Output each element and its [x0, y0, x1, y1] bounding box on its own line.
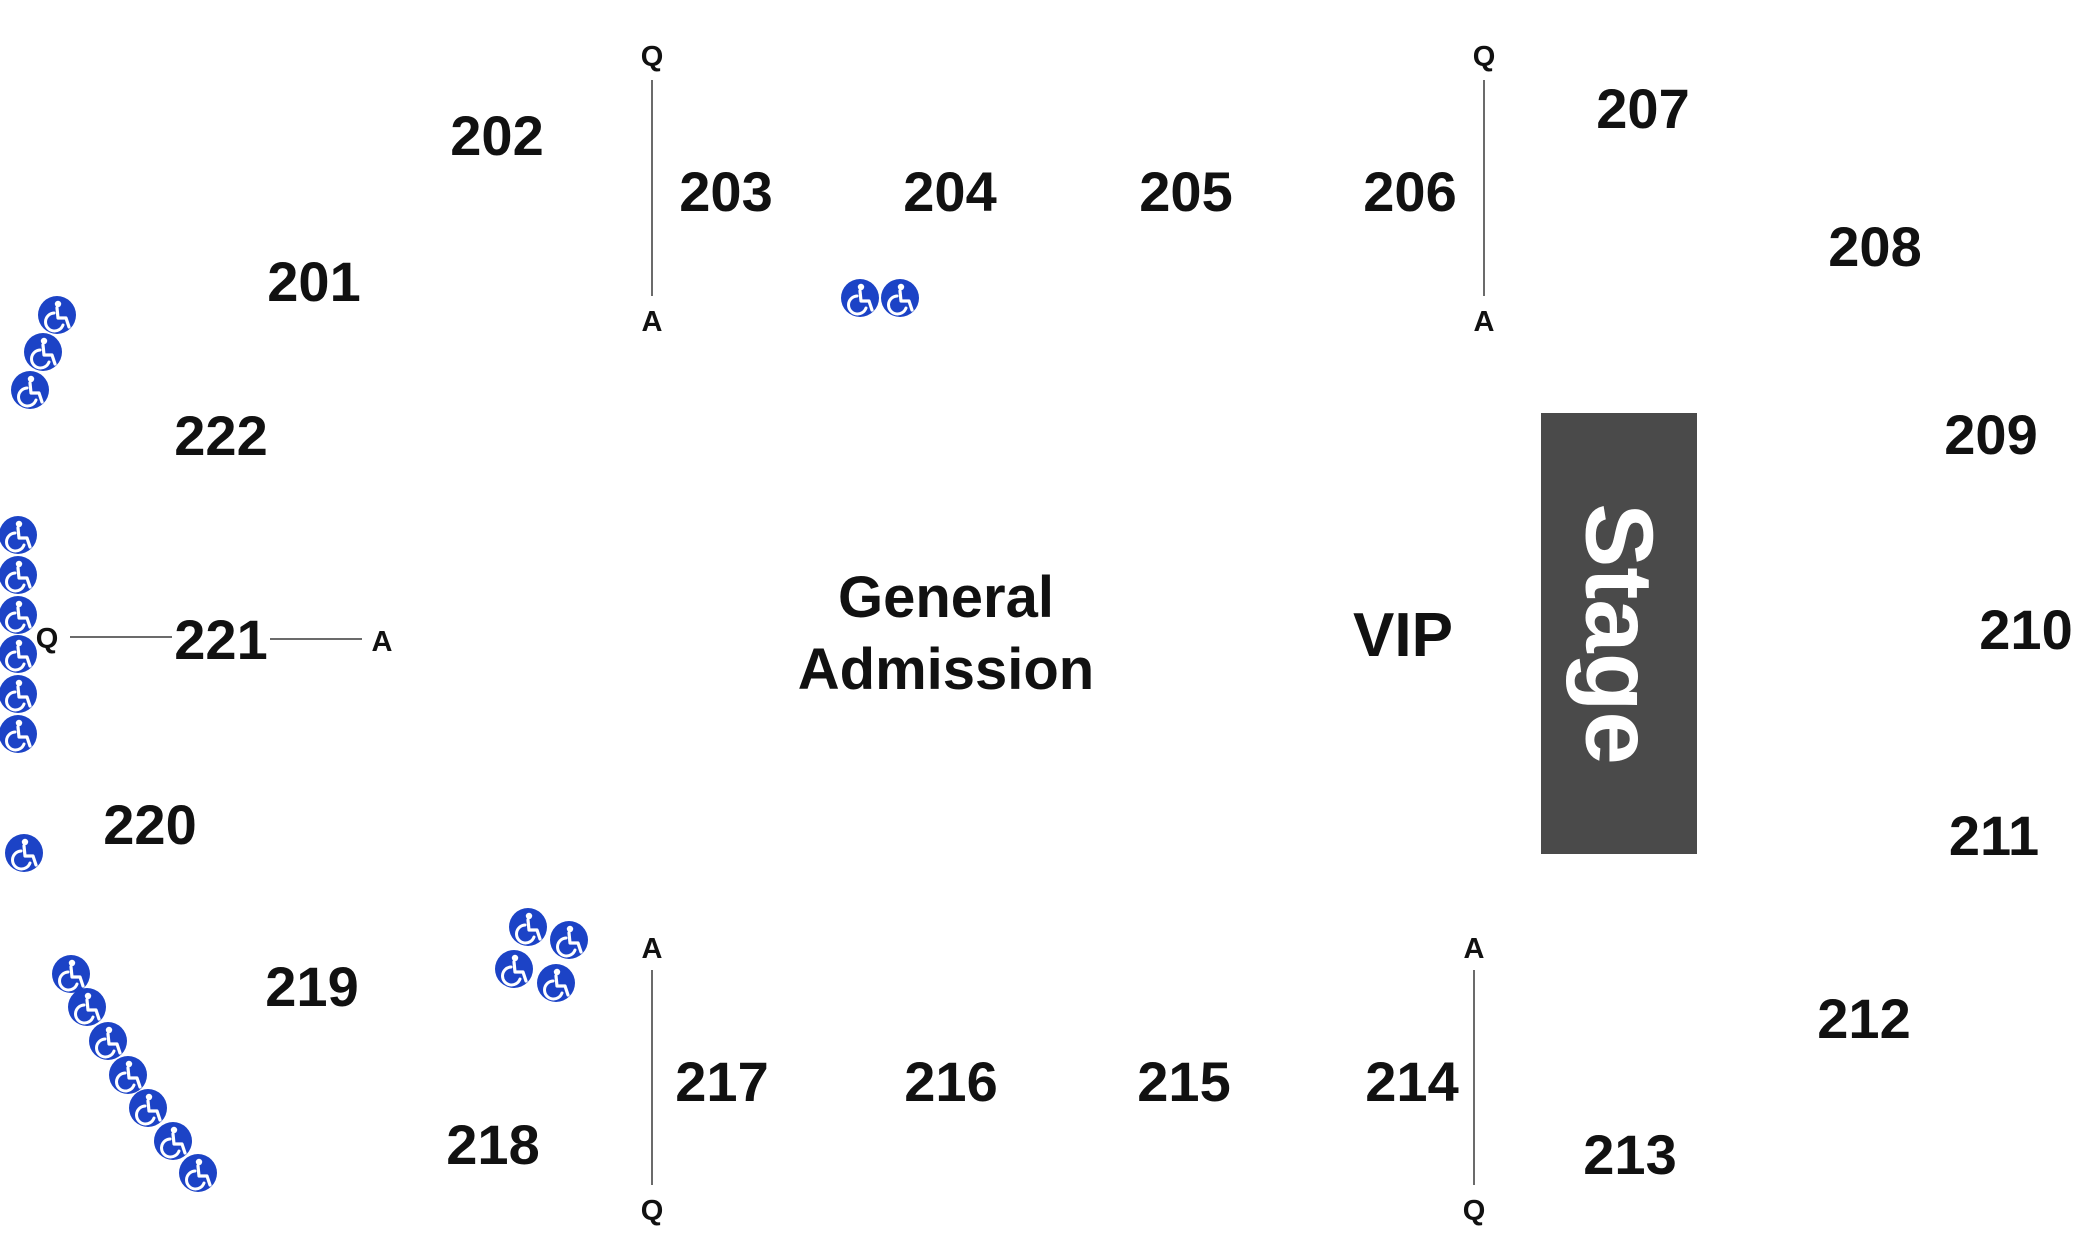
- wheelchair-accessible-icon[interactable]: [549, 920, 589, 960]
- section-219[interactable]: 219: [265, 955, 358, 1018]
- section-203[interactable]: 203: [679, 160, 772, 223]
- row-marker-a: A: [1464, 933, 1485, 965]
- wheelchair-accessible-icon[interactable]: [67, 987, 107, 1027]
- row-marker-q: Q: [641, 41, 664, 73]
- section-211[interactable]: 211: [1949, 804, 2039, 867]
- accessible-seating: [0, 278, 920, 1193]
- vip-label: VIP: [1353, 601, 1453, 670]
- wheelchair-accessible-icon[interactable]: [0, 634, 38, 674]
- section-222[interactable]: 222: [174, 404, 267, 467]
- wheelchair-accessible-icon[interactable]: [23, 332, 63, 372]
- general-admission-area[interactable]: General Admission: [798, 565, 1095, 702]
- row-guides: Q A Q A A Q A Q Q A: [36, 41, 1496, 1227]
- section-207[interactable]: 207: [1596, 77, 1689, 140]
- section-215[interactable]: 215: [1137, 1050, 1230, 1113]
- wheelchair-accessible-icon[interactable]: [10, 370, 50, 410]
- stage[interactable]: Stage: [1541, 413, 1697, 854]
- wheelchair-accessible-icon[interactable]: [0, 714, 38, 754]
- stage-label: Stage: [1566, 503, 1673, 764]
- wheelchair-accessible-icon[interactable]: [128, 1088, 168, 1128]
- wheelchair-accessible-icon[interactable]: [880, 278, 920, 318]
- section-202[interactable]: 202: [450, 104, 543, 167]
- wheelchair-accessible-icon[interactable]: [840, 278, 880, 318]
- wheelchair-accessible-icon[interactable]: [0, 515, 38, 555]
- section-208[interactable]: 208: [1828, 215, 1921, 278]
- section-205[interactable]: 205: [1139, 160, 1232, 223]
- section-201[interactable]: 201: [267, 250, 360, 313]
- wheelchair-accessible-icon[interactable]: [108, 1055, 148, 1095]
- row-marker-q: Q: [1473, 41, 1496, 73]
- section-213[interactable]: 213: [1583, 1123, 1676, 1186]
- row-marker-a: A: [1474, 306, 1495, 338]
- section-204[interactable]: 204: [903, 160, 996, 223]
- ga-label-line1: General: [838, 565, 1054, 630]
- section-210[interactable]: 210: [1979, 598, 2072, 661]
- wheelchair-accessible-icon[interactable]: [51, 954, 91, 994]
- section-212[interactable]: 212: [1817, 987, 1910, 1050]
- section-209[interactable]: 209: [1944, 403, 2037, 466]
- wheelchair-accessible-icon[interactable]: [508, 907, 548, 947]
- row-marker-a: A: [642, 933, 663, 965]
- wheelchair-accessible-icon[interactable]: [37, 295, 77, 335]
- section-218[interactable]: 218: [446, 1113, 539, 1176]
- row-marker-q: Q: [641, 1195, 664, 1227]
- section-221[interactable]: 221: [174, 608, 267, 671]
- section-214[interactable]: 214: [1365, 1050, 1458, 1113]
- section-217[interactable]: 217: [675, 1050, 768, 1113]
- wheelchair-accessible-icon[interactable]: [0, 674, 38, 714]
- wheelchair-accessible-icon[interactable]: [178, 1153, 218, 1193]
- section-220[interactable]: 220: [103, 793, 196, 856]
- section-216[interactable]: 216: [904, 1050, 997, 1113]
- sections: 201 202 203 204 205 206 207 208 209 210 …: [103, 77, 2072, 1186]
- ga-label-line2: Admission: [798, 637, 1095, 702]
- row-marker-q: Q: [36, 623, 59, 655]
- wheelchair-accessible-icon[interactable]: [536, 963, 576, 1003]
- wheelchair-accessible-icon[interactable]: [0, 555, 38, 595]
- wheelchair-accessible-icon[interactable]: [0, 595, 38, 635]
- row-marker-a: A: [372, 626, 393, 658]
- vip-area[interactable]: VIP: [1353, 601, 1453, 670]
- section-206[interactable]: 206: [1363, 160, 1456, 223]
- stage-block: [1541, 413, 1697, 854]
- wheelchair-accessible-icon[interactable]: [494, 949, 534, 989]
- wheelchair-accessible-icon[interactable]: [153, 1121, 193, 1161]
- wheelchair-accessible-icon[interactable]: [4, 833, 44, 873]
- row-marker-a: A: [642, 306, 663, 338]
- row-marker-q: Q: [1463, 1195, 1486, 1227]
- wheelchair-accessible-icon[interactable]: [88, 1021, 128, 1061]
